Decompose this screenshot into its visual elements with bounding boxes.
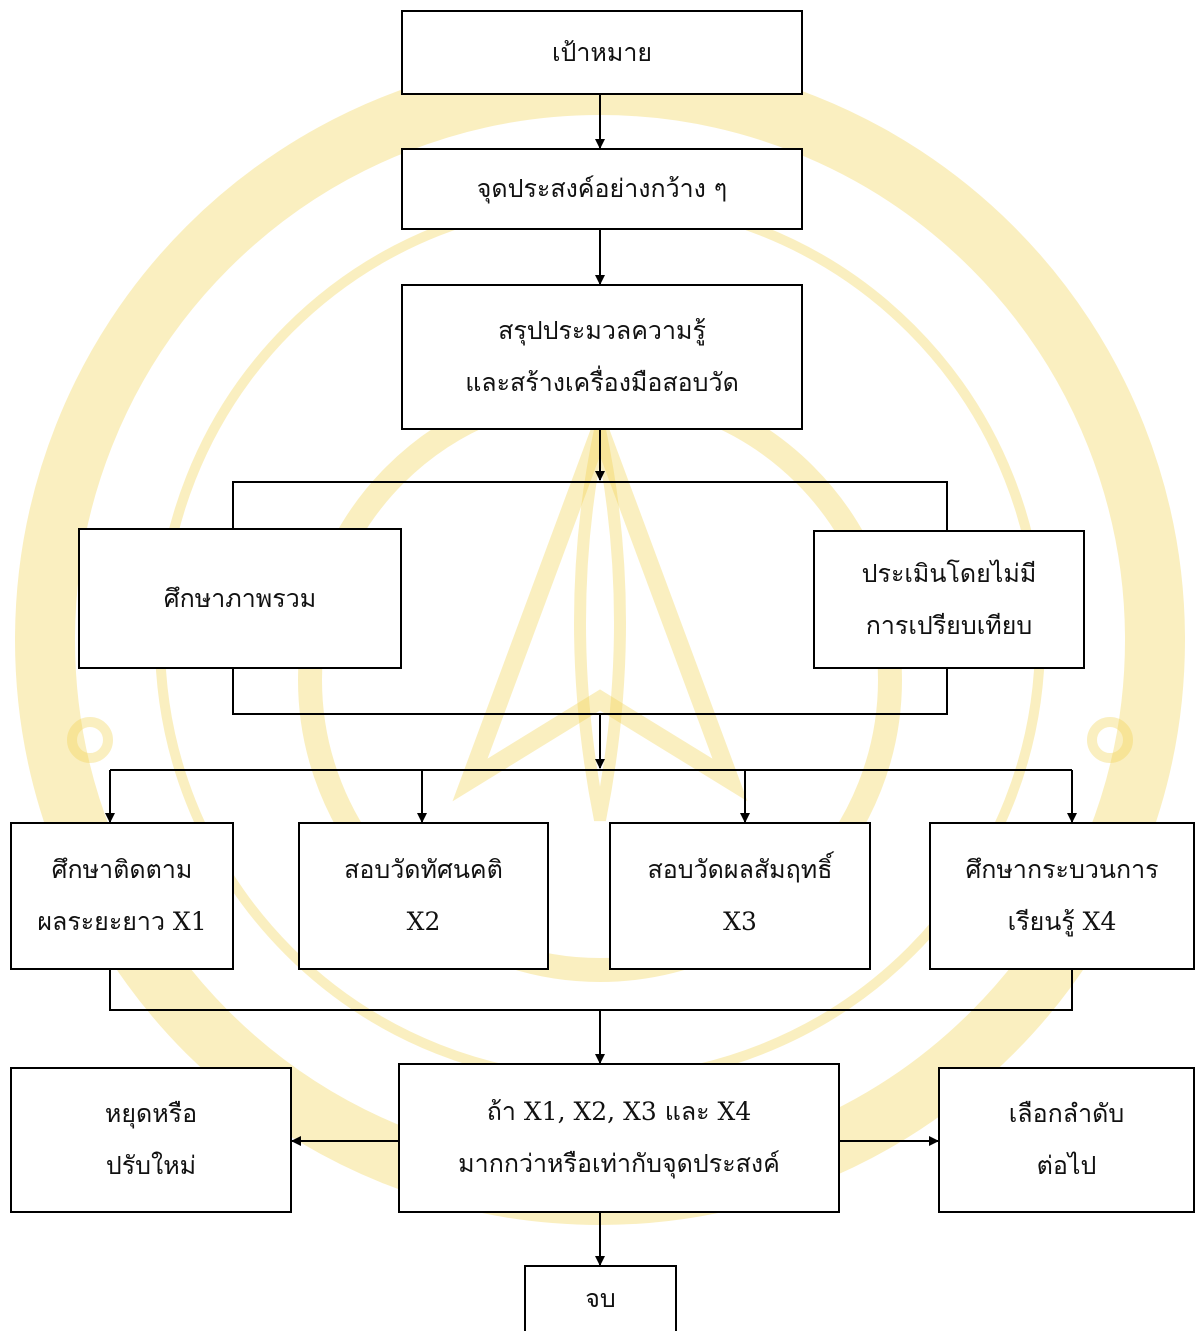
overview-label: ศึกษาภาพรวม [163,583,317,613]
next-line2: ต่อไป [1036,1151,1097,1180]
x3-line2: X3 [723,907,757,936]
evaluate-line1: ประเมินโดยไม่มี [861,558,1037,588]
condition-box: ถ้า X1, X2, X3 และ X4 มากกว่าหรือเท่ากับ… [398,1063,840,1213]
merge-bottom-bracket [232,669,948,715]
next-box: เลือกลำดับ ต่อไป [938,1067,1195,1213]
x2-line2: X2 [406,907,441,936]
broad-objectives-box: จุดประสงค์อย่างกว้าง ๆ [401,148,803,230]
x4-box: ศึกษากระบวนการ เรียนรู้ X4 [929,822,1195,970]
x1-box: ศึกษาติดตาม ผลระยะยาว X1 [10,822,234,970]
condition-line1: ถ้า X1, X2, X3 และ X4 [486,1097,752,1126]
goal-label: เป้าหมาย [551,37,653,67]
x2-line1: สอบวัดทัศนคติ [344,855,503,884]
broad-objectives-label: จุดประสงค์อย่างกว้าง ๆ [476,174,728,203]
evaluate-line2: การเปรียบเทียบ [865,610,1033,640]
summarize-line1: สรุปประมวลความรู้ [498,316,706,345]
split-top-bracket [232,481,948,530]
stop-line2: ปรับใหม่ [105,1151,197,1180]
stop-box: หยุดหรือ ปรับใหม่ [10,1067,292,1213]
end-box: จบ [524,1265,677,1331]
x4-line1: ศึกษากระบวนการ [965,855,1159,884]
summarize-box: สรุปประมวลความรู้ และสร้างเครื่องมือสอบว… [401,284,803,430]
x1-line1: ศึกษาติดตาม [51,855,193,884]
next-line1: เลือกลำดับ [1008,1099,1125,1128]
x3-box: สอบวัดผลสัมฤทธิ์ X3 [609,822,871,970]
end-label: จบ [585,1284,616,1313]
x2-box: สอบวัดทัศนคติ X2 [298,822,549,970]
summarize-line2: และสร้างเครื่องมือสอบวัด [465,368,739,397]
x4-line2: เรียนรู้ X4 [1007,907,1117,936]
condition-line2: มากกว่าหรือเท่ากับจุดประสงค์ [458,1149,780,1178]
goal-box: เป้าหมาย [401,10,803,95]
evaluate-box: ประเมินโดยไม่มี การเปรียบเทียบ [813,530,1085,669]
stop-line1: หยุดหรือ [104,1099,198,1128]
x3-line1: สอบวัดผลสัมฤทธิ์ [647,855,833,884]
x1-line2: ผลระยะยาว X1 [37,907,207,936]
branch-collection-bracket [109,970,1073,1011]
overview-box: ศึกษาภาพรวม [78,528,402,669]
